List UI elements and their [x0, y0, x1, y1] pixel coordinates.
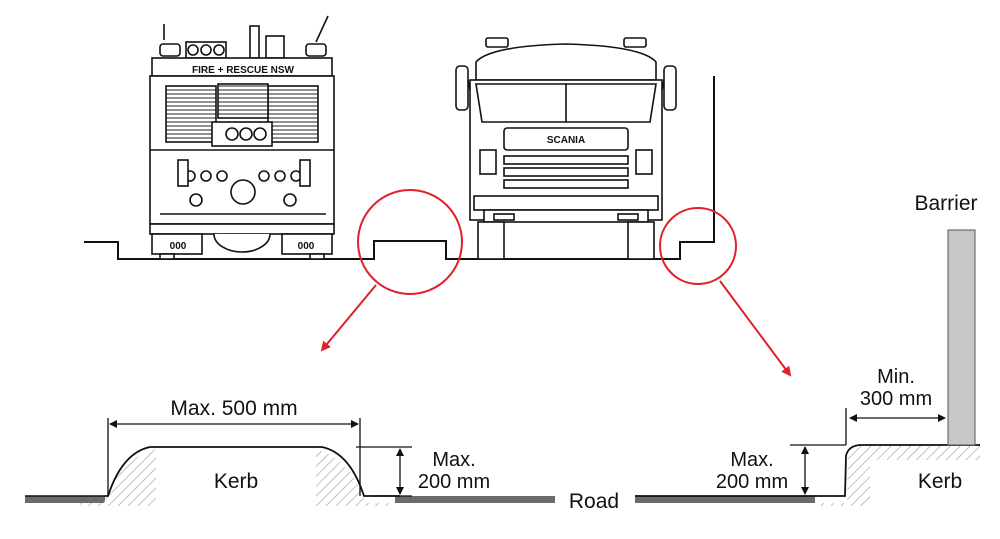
fire-rescue-plate-text: FIRE + RESCUE NSW: [192, 65, 295, 76]
width-dimension: [107, 418, 361, 496]
height-dimension-left: [356, 446, 412, 497]
road-strip-right: [635, 496, 815, 503]
kerb-label-left: Kerb: [214, 470, 258, 493]
callout-arrow-left: [320, 284, 377, 352]
clearance-dimension: [845, 408, 946, 445]
rear-number-right: 000: [298, 241, 315, 252]
callout-arrow-right: [719, 280, 792, 377]
callout-circle-barrier: [659, 207, 737, 285]
kerb-outline-right: [635, 444, 980, 497]
callout-circle-kerb: [357, 189, 463, 295]
scania-truck-front: [455, 37, 677, 260]
road-right-strip: [395, 496, 555, 503]
callout-markers: [320, 189, 792, 377]
kerb-section-right: [635, 229, 980, 506]
min-clearance-line2: 300 mm: [860, 388, 932, 410]
ground-profile: [84, 76, 715, 260]
max-width-label: Max. 500 mm: [170, 397, 297, 420]
height-dimension-right: [790, 444, 846, 495]
barrier-label: Barrier: [914, 192, 977, 215]
fire-truck-rear: [149, 15, 335, 260]
max-height-left-line1: Max.: [432, 449, 475, 471]
min-clearance-line1: Min.: [877, 366, 915, 388]
scania-badge: SCANIA: [547, 135, 585, 146]
max-height-right-line1: Max.: [730, 449, 773, 471]
road-left-strip: [25, 496, 105, 503]
kerb-outline-left: [105, 446, 400, 497]
kerb-section-left: [25, 446, 555, 514]
kerb-hatch-right: [316, 449, 395, 506]
max-height-right-line2: 200 mm: [716, 471, 788, 493]
road-label: Road: [569, 490, 619, 513]
barrier-wall: [947, 229, 976, 446]
kerb-label-right: Kerb: [918, 470, 962, 493]
rear-number-left: 000: [170, 241, 187, 252]
kerb-hatch-left: [80, 449, 156, 506]
max-height-left-line2: 200 mm: [418, 471, 490, 493]
